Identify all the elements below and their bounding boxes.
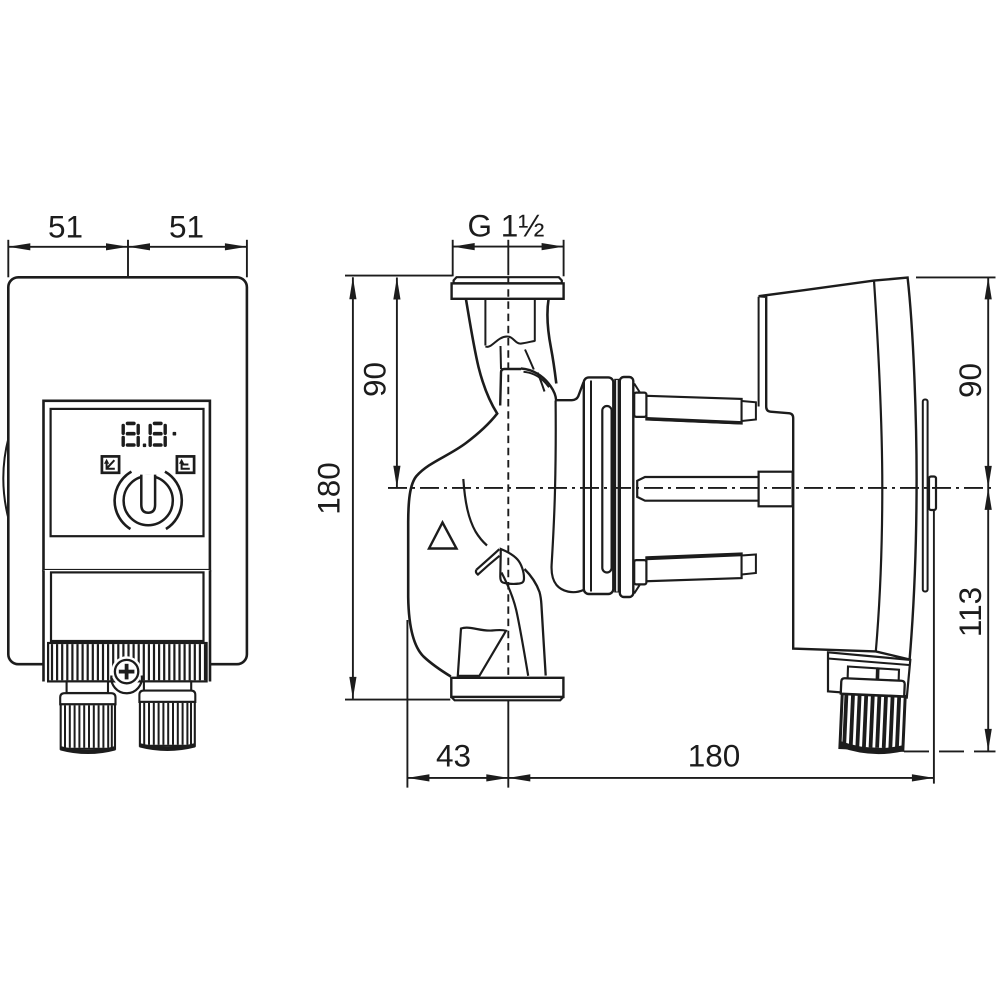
svg-text:180: 180 bbox=[688, 738, 741, 774]
svg-text:180: 180 bbox=[311, 462, 347, 515]
svg-text:90: 90 bbox=[357, 362, 393, 397]
svg-text:43: 43 bbox=[436, 738, 471, 774]
svg-text:90: 90 bbox=[952, 363, 988, 398]
svg-text:51: 51 bbox=[48, 209, 83, 245]
svg-text:113: 113 bbox=[952, 587, 988, 637]
svg-text:51: 51 bbox=[169, 209, 204, 245]
svg-text:G 1½: G 1½ bbox=[467, 208, 544, 244]
